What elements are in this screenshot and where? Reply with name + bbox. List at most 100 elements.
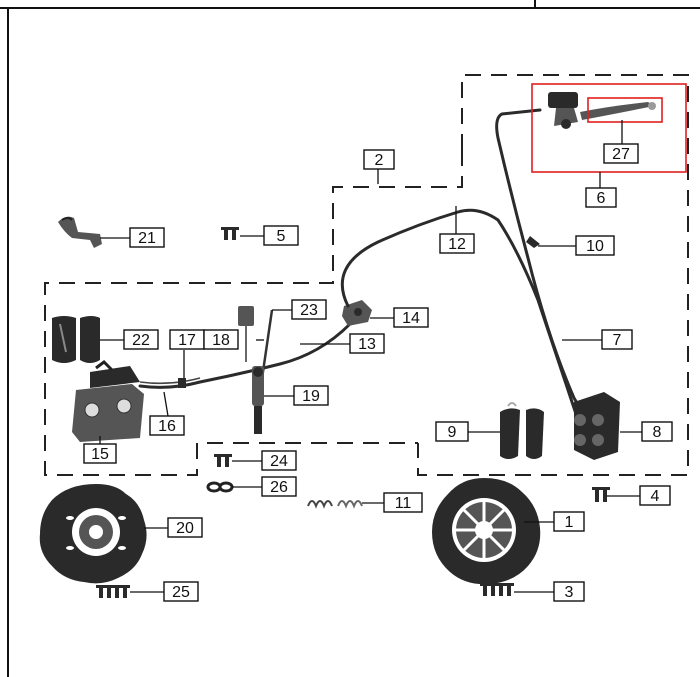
part-10-clip bbox=[526, 236, 540, 248]
callout-9: 9 bbox=[435, 421, 469, 442]
highlight-6-box bbox=[531, 83, 687, 173]
callout-box bbox=[439, 233, 475, 254]
callout-26: 26 bbox=[261, 476, 297, 497]
part-11-clips bbox=[307, 500, 363, 509]
callout-number: 13 bbox=[358, 336, 376, 353]
callout-number: 10 bbox=[586, 238, 604, 255]
part-25-bolts bbox=[96, 585, 130, 598]
callout-box bbox=[203, 329, 239, 350]
callout-box bbox=[123, 329, 159, 350]
callout-number: 14 bbox=[402, 310, 420, 327]
callout-10: 10 bbox=[575, 235, 615, 256]
callout-number: 3 bbox=[565, 584, 574, 601]
callout-box bbox=[129, 227, 165, 248]
callout-box bbox=[383, 492, 423, 513]
callout-box bbox=[641, 421, 673, 442]
callout-box bbox=[575, 235, 615, 256]
callout-number: 12 bbox=[448, 236, 466, 253]
part-26-washers bbox=[206, 481, 234, 493]
callout-6: 6 bbox=[585, 187, 617, 208]
callout-box bbox=[149, 415, 185, 436]
callout-box bbox=[293, 385, 329, 406]
part-9-rear-pads bbox=[500, 402, 544, 459]
callout-number: 2 bbox=[375, 152, 384, 169]
callout-number: 6 bbox=[597, 190, 606, 207]
callout-5: 5 bbox=[263, 225, 299, 246]
callout-number: 8 bbox=[653, 424, 662, 441]
callout-number: 18 bbox=[212, 332, 230, 349]
callout-3: 3 bbox=[553, 581, 585, 602]
callout-number: 22 bbox=[132, 332, 150, 349]
callout-box bbox=[83, 443, 117, 464]
callout-number: 17 bbox=[178, 332, 196, 349]
callout-23: 23 bbox=[291, 299, 327, 320]
callout-19: 19 bbox=[293, 385, 329, 406]
part-4-bolts bbox=[592, 487, 610, 502]
callout-number: 5 bbox=[277, 228, 286, 245]
callout-12: 12 bbox=[439, 233, 475, 254]
part-7-hose bbox=[495, 108, 582, 410]
callout-number: 4 bbox=[651, 488, 660, 505]
callout-box bbox=[553, 581, 585, 602]
callout-15: 15 bbox=[83, 443, 117, 464]
callout-number: 9 bbox=[448, 424, 457, 441]
callout-25: 25 bbox=[163, 581, 199, 602]
callout-box bbox=[639, 485, 671, 506]
part-1-rear-disc bbox=[432, 478, 541, 585]
callout-4: 4 bbox=[639, 485, 671, 506]
callout-box bbox=[363, 149, 395, 170]
callout-8: 8 bbox=[641, 421, 673, 442]
callout-box bbox=[553, 511, 585, 532]
callout-box bbox=[585, 187, 617, 208]
part-18-switch bbox=[238, 306, 254, 362]
callout-box bbox=[261, 476, 297, 497]
callout-number: 23 bbox=[300, 302, 318, 319]
callout-13: 13 bbox=[349, 333, 385, 354]
callout-box bbox=[167, 517, 203, 538]
part-14-valve bbox=[342, 300, 372, 326]
part-21-bracket bbox=[58, 216, 102, 248]
callout-14: 14 bbox=[393, 307, 429, 328]
callout-22: 22 bbox=[123, 329, 159, 350]
callout-24: 24 bbox=[261, 450, 297, 471]
callout-number: 27 bbox=[612, 146, 630, 163]
callout-box bbox=[601, 329, 633, 350]
part-22-brake-pads bbox=[52, 316, 100, 363]
callout-number: 11 bbox=[395, 495, 412, 512]
callout-20: 20 bbox=[167, 517, 203, 538]
callout-number: 1 bbox=[565, 514, 574, 531]
part-8-rear-caliper bbox=[574, 392, 620, 460]
callout-18: 18 bbox=[203, 329, 239, 350]
callout-box bbox=[163, 581, 199, 602]
callout-number: 20 bbox=[176, 520, 194, 537]
callout-2: 2 bbox=[363, 149, 395, 170]
callout-number: 26 bbox=[270, 479, 288, 496]
callout-number: 7 bbox=[613, 332, 622, 349]
callout-box bbox=[435, 421, 469, 442]
highlight-27-box bbox=[587, 97, 663, 123]
callout-box bbox=[291, 299, 327, 320]
callout-box bbox=[263, 225, 299, 246]
part-27-brake-lever bbox=[580, 102, 656, 120]
assembly-boundary-lines bbox=[44, 74, 689, 476]
leader-lines bbox=[99, 120, 642, 593]
callout-11: 11 bbox=[383, 492, 423, 513]
callout-7: 7 bbox=[601, 329, 633, 350]
part-3-bolts bbox=[480, 583, 514, 596]
callout-box bbox=[349, 333, 385, 354]
callout-box bbox=[393, 307, 429, 328]
callout-number: 16 bbox=[158, 418, 176, 435]
callout-16: 16 bbox=[149, 415, 185, 436]
callout-1: 1 bbox=[553, 511, 585, 532]
part-5-bolts bbox=[221, 227, 239, 240]
callout-number: 19 bbox=[302, 388, 320, 405]
callout-17: 17 bbox=[169, 329, 205, 350]
callout-number: 21 bbox=[138, 230, 156, 247]
part-24-bolts bbox=[214, 454, 232, 467]
part-19-rear-master-cylinder bbox=[252, 366, 264, 434]
callout-27: 27 bbox=[603, 143, 639, 164]
callout-number: 15 bbox=[91, 446, 109, 463]
